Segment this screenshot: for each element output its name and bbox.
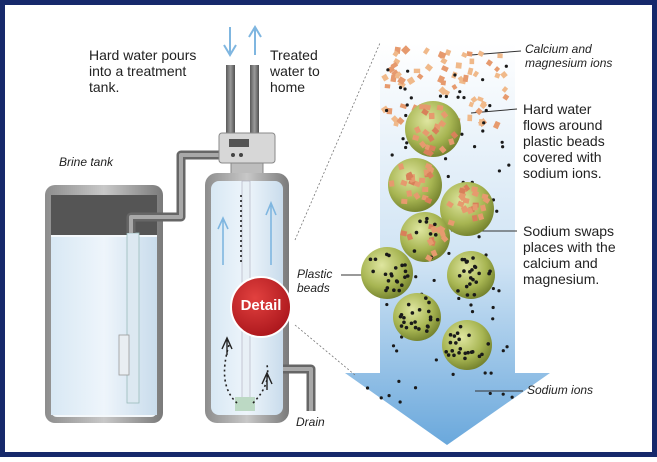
outlet-pipe — [250, 65, 259, 135]
brine-tank — [45, 185, 163, 423]
outflow-arrow — [248, 25, 262, 55]
detail-label: Detail — [240, 297, 282, 314]
treated-water-label: Treated water to home — [270, 47, 320, 95]
brine-tank-label: Brine tank — [59, 155, 114, 169]
drain-label: Drain — [296, 415, 325, 429]
hard-water-pours-label: Hard water pours into a treatment tank. — [89, 47, 197, 95]
zoom-line-bottom — [294, 324, 356, 376]
sodium-swaps-label: Sodium swaps places with the calcium and… — [523, 223, 616, 287]
resin-beads — [361, 101, 495, 370]
sodium-ions-label: Sodium ions — [527, 383, 594, 397]
water-softener-illustration — [45, 25, 550, 445]
calcium-magnesium-ions-label: Calcium and magnesium ions — [525, 42, 613, 70]
inlet-pipe — [226, 65, 235, 135]
detail-badge — [230, 276, 292, 338]
plastic-beads-label: Plastic beads — [297, 267, 333, 295]
inflow-arrow — [223, 27, 237, 57]
control-valve-head — [218, 132, 276, 176]
hard-water-flows-label: Hard water flows around plastic beads co… — [523, 101, 605, 181]
